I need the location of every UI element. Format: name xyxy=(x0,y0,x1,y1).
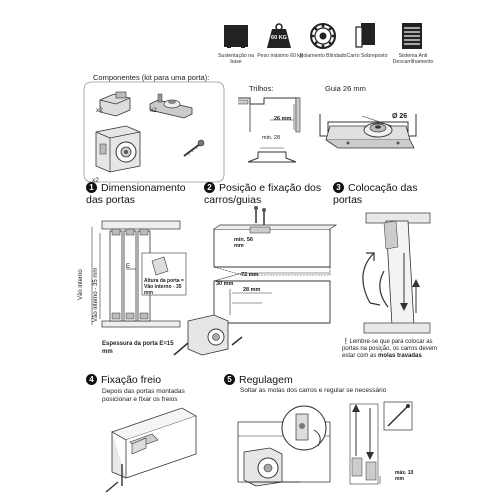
components-title: Componentes (kit para uma porta): xyxy=(93,73,210,82)
rail-diagram xyxy=(238,97,301,163)
step2-diagram xyxy=(173,206,338,356)
step3-reminder-text: Lembre-se que para colocar as portas na … xyxy=(342,339,438,359)
qty-guide: x2 xyxy=(150,107,157,114)
carriage-part xyxy=(95,125,141,173)
feature-label-2: Rolamento Blindado xyxy=(299,53,347,59)
guide-title: Guia 26 mm xyxy=(325,84,366,93)
step1-thickness-note: Espessura da porta E=15 mm xyxy=(102,341,174,355)
step-2-number: 2 xyxy=(204,182,215,193)
anti-derail-icon xyxy=(402,23,422,49)
step-2-title: Posição e fixação dos carros/guias xyxy=(204,182,322,206)
step-5-header: 5 Regulagem xyxy=(224,374,344,386)
step5-max-label: máx. 10 mm xyxy=(395,470,414,482)
step1-diagram xyxy=(91,220,187,328)
step3-reminder-bold: molas travadas xyxy=(378,353,422,359)
base-support-icon xyxy=(224,25,248,48)
feature-label-4: Sistema Anti Descarrilhamento xyxy=(392,53,434,65)
step1-height-note: Altura da porta = Vão interno - 35 mm xyxy=(144,278,184,296)
brake-part xyxy=(99,91,131,117)
step-4-title: Fixação freio xyxy=(101,374,162,386)
step-4-note: Depois das portas montadas posicionar e … xyxy=(102,388,185,403)
step1-dim-e: E xyxy=(126,264,131,270)
step-4-number: 4 xyxy=(86,374,97,385)
rail-depth-label: 26 mm xyxy=(274,116,292,122)
step3-reminder: ❗Lembre-se que para colocar as portas na… xyxy=(342,339,440,360)
rail-min-label: min. 28 xyxy=(262,135,281,141)
step5-diagram xyxy=(237,401,413,487)
feature-label-3: Carro Sobreposto xyxy=(346,53,388,59)
components-box xyxy=(83,81,225,183)
step-1-title: Dimensionamento das portas xyxy=(86,182,186,206)
step-5-number: 5 xyxy=(224,374,235,385)
carriage-icon xyxy=(355,23,375,48)
screw-part xyxy=(183,139,205,157)
step2-d72: 72 mm xyxy=(241,272,259,278)
step1-vao-label: Vão interno xyxy=(78,269,84,300)
step3-diagram xyxy=(362,212,431,334)
guide-diameter: Ø 26 xyxy=(392,113,408,120)
step2-min-label: mín. 56 mm xyxy=(234,237,253,249)
qty-brake: x2 xyxy=(96,107,103,114)
qty-carriage: x2 xyxy=(92,177,99,184)
guide-diagram xyxy=(319,114,417,149)
rails-title: Trilhos: xyxy=(249,84,274,93)
step-4-header: 4 Fixação freio xyxy=(86,374,206,386)
step2-d30: 30 mm xyxy=(216,281,234,287)
step4-diagram xyxy=(105,407,197,493)
step-5-note: Soltar as molas dos carros e regular se … xyxy=(240,387,387,394)
weight-badge: 60 KG xyxy=(271,35,287,41)
feature-label-1: Peso máximo 60 kg xyxy=(257,53,303,59)
bearing-icon xyxy=(310,23,336,49)
warning-icon: ❗ xyxy=(342,339,350,345)
step-5-title: Regulagem xyxy=(239,374,293,386)
guide-part xyxy=(149,93,193,119)
step-3-title: Colocação das portas xyxy=(333,182,418,206)
feature-label-0: Sustentação na base xyxy=(217,53,255,65)
step2-d28: 28 mm xyxy=(243,287,261,293)
step-3-number: 3 xyxy=(333,182,344,193)
step-1-number: 1 xyxy=(86,182,97,193)
weight-icon xyxy=(267,23,291,48)
step1-vao-label-2: Vão interno - 35 mm xyxy=(93,267,99,322)
